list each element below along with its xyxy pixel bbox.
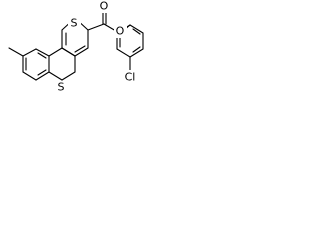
methyl-bond [8,47,24,57]
bond [129,48,144,58]
double-bond [37,69,47,76]
thiophene-sulfur-label: S [71,17,78,30]
thiopyran-ring [48,47,76,81]
bond [129,24,144,34]
bond [61,71,76,81]
carbonyl-oxygen-label: O [100,0,109,13]
double-bond [37,52,47,59]
double-bond [132,28,141,35]
bond [87,23,105,31]
atom-labels: S S O O Cl [55,0,141,94]
bond [22,71,37,81]
bond [48,47,63,57]
chlorine-label: Cl [125,71,136,84]
thiopyran-sulfur-label: S [58,81,65,94]
bond [35,71,50,81]
bond [35,48,50,57]
double-bond [132,46,141,53]
double-bond [74,45,86,53]
bond [22,48,37,57]
bond [48,71,63,81]
molecule-structure: S S O O Cl [8,0,144,94]
benzene-ring [22,48,50,81]
bond [61,47,76,57]
bond [74,47,89,57]
ester-oxygen-label: O [116,25,125,38]
bond [116,48,131,58]
